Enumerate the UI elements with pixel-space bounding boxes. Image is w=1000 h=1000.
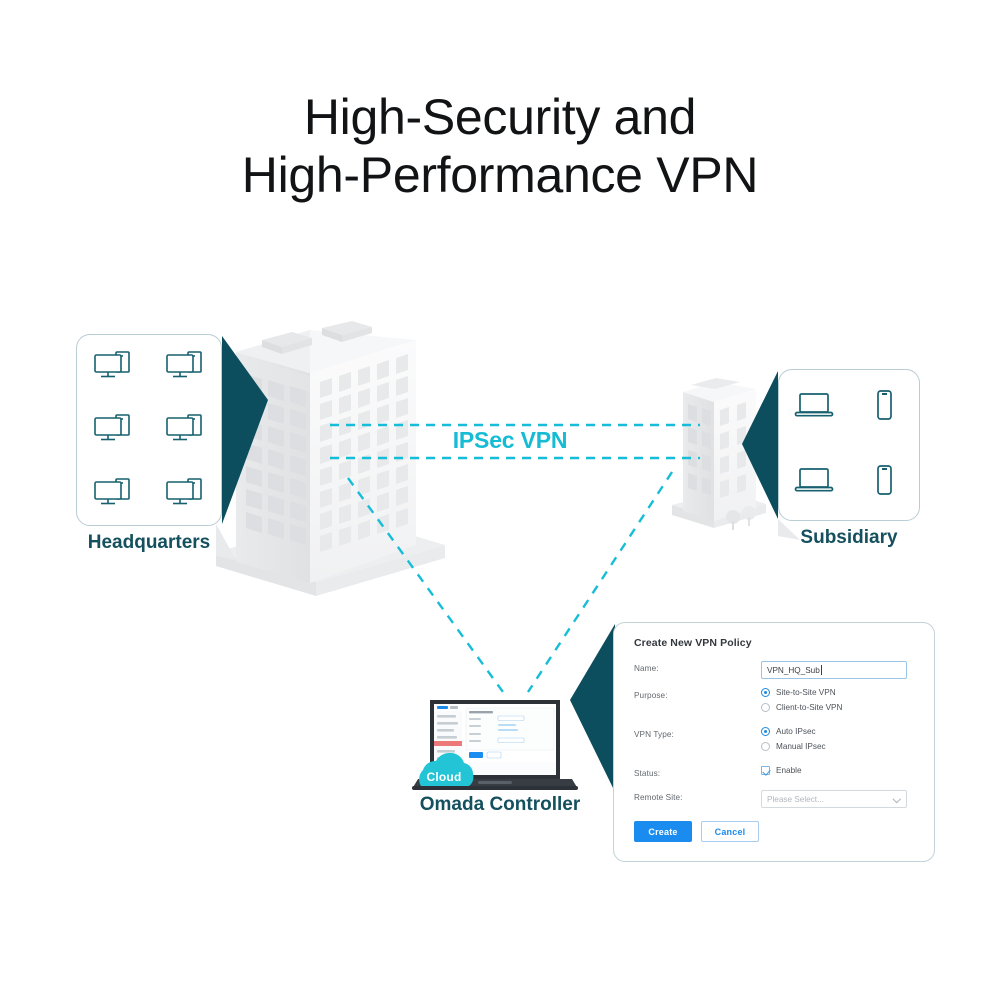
vpn-type-option-auto-ipsec[interactable]: Auto IPsec <box>761 727 918 736</box>
smartphone-icon <box>873 464 895 501</box>
vpn-type-option-label: Manual IPsec <box>776 742 826 751</box>
field-row-status: Status: Enable <box>634 766 918 781</box>
remote-site-placeholder: Please Select... <box>767 794 824 804</box>
desktop-monitor-icon <box>92 348 134 385</box>
radio-icon[interactable] <box>761 703 770 712</box>
field-row-remote-site: Remote Site: Please Select... <box>634 790 918 808</box>
radio-icon[interactable] <box>761 688 770 697</box>
headquarters-device-card <box>76 334 222 526</box>
create-button[interactable]: Create <box>634 821 692 842</box>
cloud-badge: Cloud <box>409 757 479 793</box>
ipsec-vpn-label: IPSec VPN <box>452 427 568 453</box>
vpn-type-option-label: Auto IPsec <box>776 727 816 736</box>
vpn-type-option-manual-ipsec[interactable]: Manual IPsec <box>761 742 918 751</box>
desktop-monitor-icon <box>92 411 134 448</box>
laptop-icon <box>793 465 835 500</box>
subsidiary-label: Subsidiary <box>800 527 898 548</box>
hq-card-pointer <box>222 336 268 524</box>
omada-controller-label: Omada Controller <box>419 794 581 815</box>
radio-icon[interactable] <box>761 727 770 736</box>
subsidiary-card-pointer <box>742 371 778 519</box>
create-vpn-policy-dialog: Create New VPN Policy Name: VPN_HQ_Sub P… <box>613 622 935 862</box>
purpose-option-label: Client-to-Site VPN <box>776 703 843 712</box>
purpose-option-client-to-site[interactable]: Client-to-Site VPN <box>761 703 918 712</box>
cloud-badge-shape <box>419 752 474 786</box>
laptop-icon <box>793 390 835 425</box>
name-input-value: VPN_HQ_Sub <box>767 665 820 675</box>
field-row-name: Name: VPN_HQ_Sub <box>634 661 918 679</box>
field-row-vpn-type: VPN Type: Auto IPsec Manual IPsec <box>634 727 918 757</box>
field-row-purpose: Purpose: Site-to-Site VPN Client-to-Site… <box>634 688 918 718</box>
dialog-button-row: Create Cancel <box>634 821 918 842</box>
tree-icon <box>726 506 756 530</box>
checkbox-icon[interactable] <box>761 766 770 775</box>
headquarters-device-grid <box>77 335 221 525</box>
chevron-down-icon <box>894 796 901 803</box>
laptop-illustration <box>412 700 578 790</box>
desktop-monitor-icon <box>92 475 134 512</box>
page-title-line1: High-Security and <box>303 89 697 145</box>
status-label: Status: <box>634 769 661 778</box>
name-label: Name: <box>634 664 659 673</box>
desktop-monitor-icon <box>164 411 206 448</box>
desktop-monitor-icon <box>164 475 206 512</box>
smartphone-icon <box>873 389 895 426</box>
remote-site-select[interactable]: Please Select... <box>761 790 907 808</box>
purpose-option-site-to-site[interactable]: Site-to-Site VPN <box>761 688 918 697</box>
status-enable-label: Enable <box>776 766 802 775</box>
dialog-pointer <box>570 624 615 792</box>
page-title: High-Security and High-Performance VPN <box>0 88 1000 204</box>
remote-site-label: Remote Site: <box>634 793 683 802</box>
dialog-title: Create New VPN Policy <box>634 637 752 649</box>
headquarters-label: Headquarters <box>87 532 211 553</box>
desktop-monitor-icon <box>164 348 206 385</box>
radio-icon[interactable] <box>761 742 770 751</box>
cancel-button[interactable]: Cancel <box>701 821 759 842</box>
purpose-option-label: Site-to-Site VPN <box>776 688 836 697</box>
vpn-type-label: VPN Type: <box>634 730 674 739</box>
subsidiary-device-grid <box>779 370 919 520</box>
ipsec-tunnel-lines <box>330 423 700 460</box>
cloud-badge-label: Cloud <box>426 770 462 784</box>
text-caret <box>820 665 822 675</box>
status-enable-checkbox[interactable]: Enable <box>761 766 918 775</box>
purpose-label: Purpose: <box>634 691 668 700</box>
page-title-line2: High-Performance VPN <box>241 147 759 203</box>
name-input[interactable]: VPN_HQ_Sub <box>761 661 907 679</box>
subsidiary-device-card <box>778 369 920 521</box>
